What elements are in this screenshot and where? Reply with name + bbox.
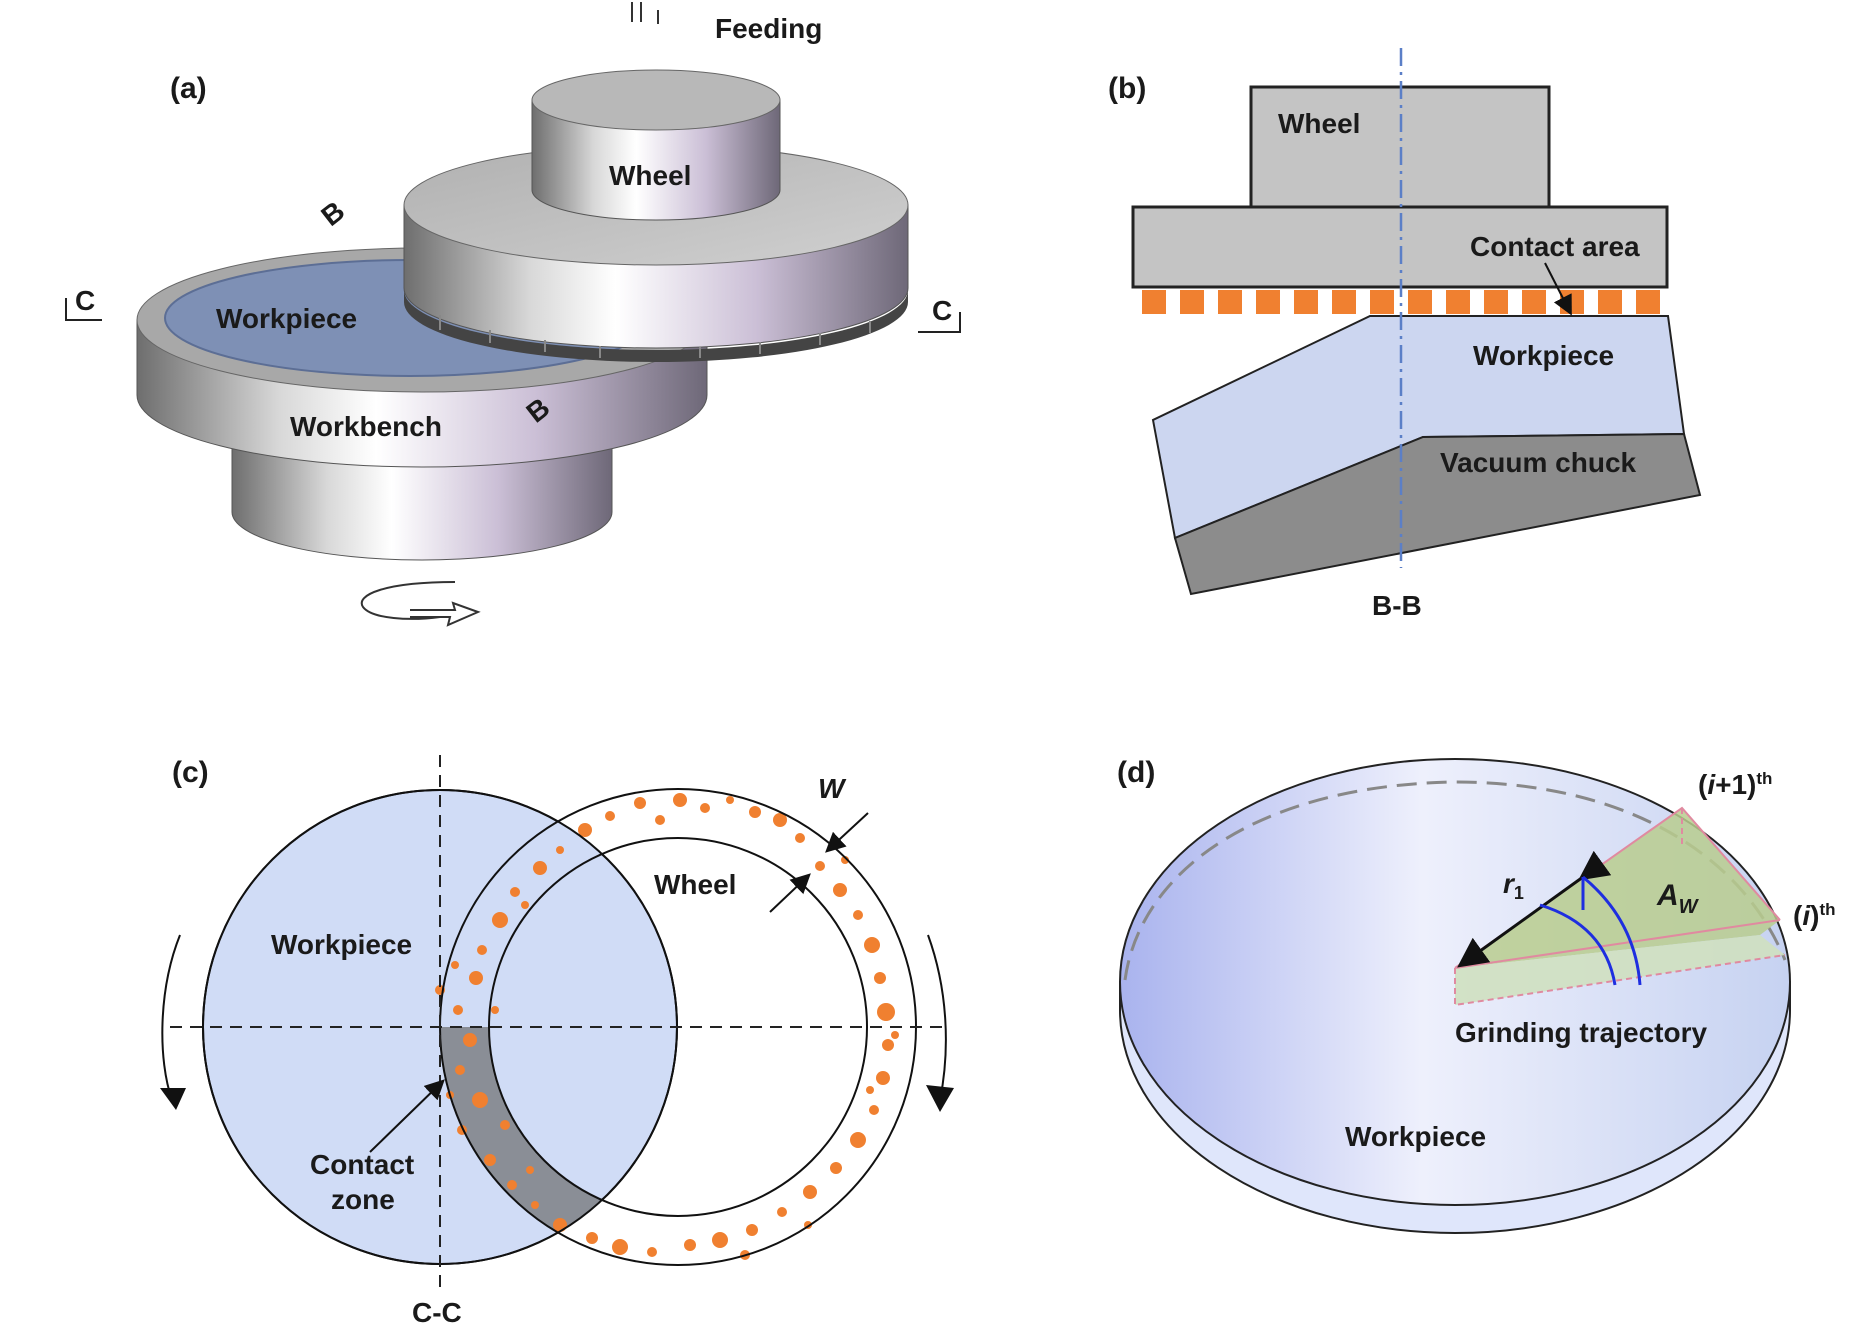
radius-arrow <box>1457 850 1612 968</box>
width-arrow-bottom <box>769 873 811 913</box>
wheel-rotation-arrowhead-icon <box>926 1085 954 1112</box>
radius-label: r1 <box>1503 868 1524 903</box>
abrasive-segment-row <box>1142 290 1660 314</box>
panel-a: (a) Feeding <box>65 2 961 627</box>
contact-zone-label-line2: zone <box>331 1184 395 1215</box>
current-trajectory-edge <box>1454 954 1786 1007</box>
wheel-label: Wheel <box>609 160 691 191</box>
workpiece-rotation-arrow-icon <box>161 934 181 1101</box>
abrasive-grains <box>435 793 899 1260</box>
panel-b: (b) Wheel Contact area Workpiece Vacuum … <box>1108 48 1702 621</box>
contact-area-arrow <box>1544 262 1572 316</box>
wheel-inner-circle <box>488 837 868 1217</box>
next-trajectory-label: (i+1)th <box>1698 769 1772 800</box>
contact-area-label: Contact area <box>1470 231 1640 262</box>
workpiece-label: Workpiece <box>271 929 412 960</box>
segment-gaps <box>439 315 871 358</box>
section-c-right-mark <box>918 312 961 333</box>
panel-c-label: (c) <box>172 756 209 789</box>
feeding-label: Feeding <box>715 13 822 44</box>
panel-b-label: (b) <box>1108 72 1146 105</box>
vacuum-chuck-label: Vacuum chuck <box>1440 447 1637 478</box>
wheel-rotation-arrow-icon <box>927 934 947 1101</box>
outer-angle-arc <box>1582 875 1642 986</box>
vacuum-chuck-body <box>1173 432 1702 596</box>
wheel-label: Wheel <box>654 869 736 900</box>
section-c-left: C <box>75 285 95 316</box>
current-trajectory-band <box>1455 935 1785 1005</box>
workpiece-label: Workpiece <box>216 303 357 334</box>
workpiece-label: Workpiece <box>1473 340 1614 371</box>
section-bb-label: B-B <box>1372 590 1422 621</box>
current-trajectory-label: (i)th <box>1793 900 1835 931</box>
width-label: W <box>818 773 847 804</box>
feeding-arrow-icon <box>631 2 659 24</box>
section-c-right: C <box>932 295 952 326</box>
workpiece-rotation-arrowhead-icon <box>160 1088 186 1110</box>
contact-zone-label-line1: Contact <box>310 1149 414 1180</box>
contact-zone-arrow <box>369 1079 445 1153</box>
inner-angle-arc <box>1539 903 1617 986</box>
abrasive-segments <box>404 290 908 362</box>
width-arrow-top <box>825 812 869 853</box>
workbench-label: Workbench <box>290 411 442 442</box>
section-b-upper: B <box>315 195 350 232</box>
panel-a-label: (a) <box>170 72 207 105</box>
area-label: AW <box>1656 879 1700 918</box>
section-cc-label: C-C <box>412 1297 462 1327</box>
rotation-arrow-icon <box>360 581 481 627</box>
panel-c: (c) <box>160 755 954 1327</box>
wheel-column <box>531 69 781 221</box>
grinding-trajectory-label: Grinding trajectory <box>1455 1017 1707 1048</box>
workpiece-label: Workpiece <box>1345 1121 1486 1152</box>
wheel-label: Wheel <box>1278 108 1360 139</box>
panel-d: (d) (i+1)th (i)th r1 AW Grinding traject… <box>1117 756 1835 1234</box>
section-c-left-mark <box>65 298 102 321</box>
panel-d-label: (d) <box>1117 756 1155 789</box>
